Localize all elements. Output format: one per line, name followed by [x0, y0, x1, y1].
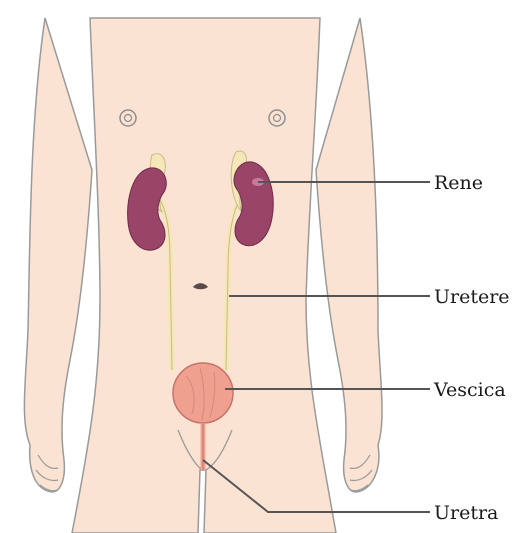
left-arm	[24, 18, 92, 492]
right-nipple	[269, 110, 285, 126]
label-ureter: Uretere	[434, 288, 510, 307]
label-bladder: Vescica	[434, 381, 506, 400]
right-arm	[316, 18, 382, 492]
label-urethra: Uretra	[434, 504, 498, 523]
left-nipple	[120, 110, 136, 126]
label-kidney: Rene	[434, 174, 483, 193]
